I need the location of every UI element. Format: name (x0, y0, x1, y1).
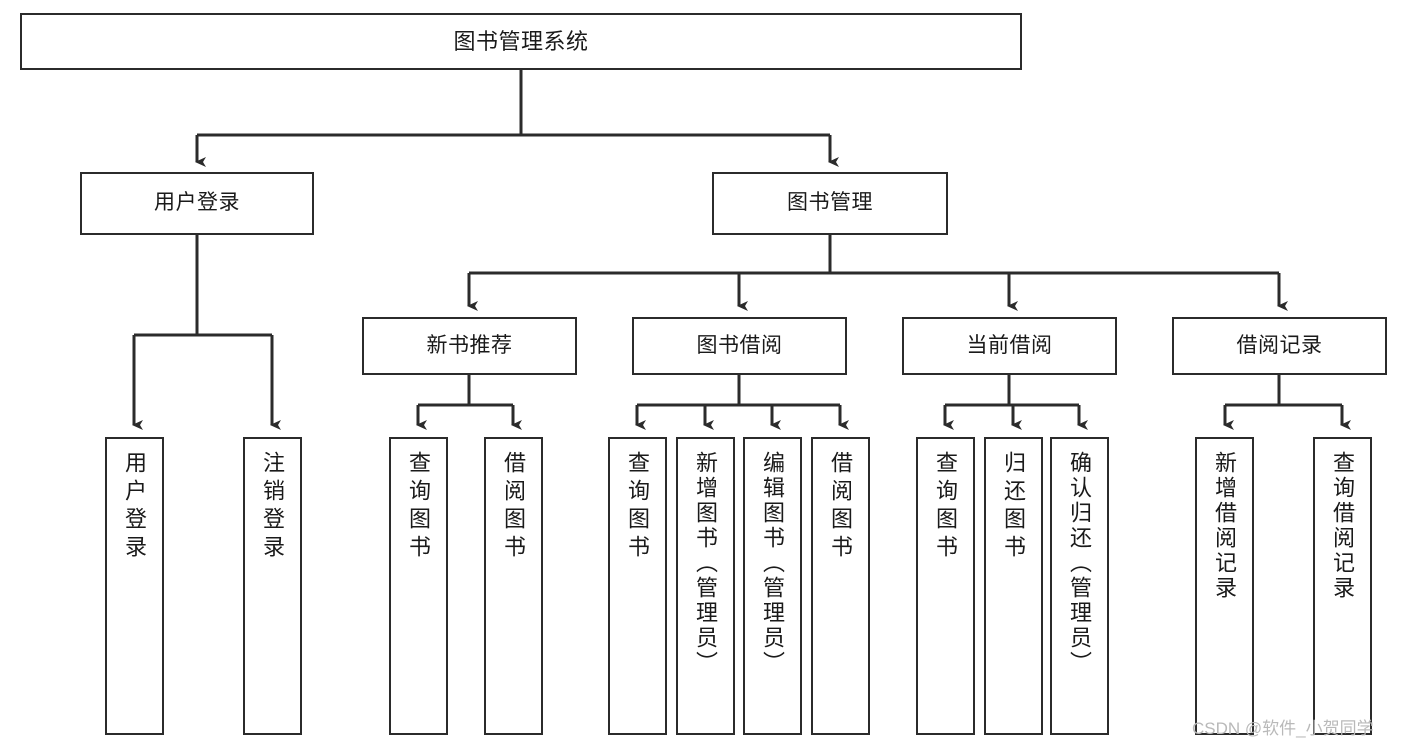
leaf-book-borrow-add-book-admin[interactable]: 新增图书（管理员） (676, 437, 735, 735)
node-user-login[interactable]: 用户登录 (80, 172, 314, 235)
node-label: 借阅图书 (828, 451, 854, 563)
node-label: 归还图书 (1001, 451, 1027, 563)
node-label: 图书管理 (787, 191, 873, 215)
node-label: 新书推荐 (426, 333, 513, 357)
leaf-user-login-login[interactable]: 用户登录 (105, 437, 164, 735)
node-label: 图书借阅 (696, 333, 783, 357)
node-label: 查询借阅记录 (1330, 451, 1356, 601)
node-new-book-recommend[interactable]: 新书推荐 (362, 317, 577, 375)
leaf-book-borrow-query-book[interactable]: 查询图书 (608, 437, 667, 735)
leaf-book-borrow-borrow-book[interactable]: 借阅图书 (811, 437, 870, 735)
node-label: 借阅记录 (1236, 333, 1323, 357)
node-label: 用户登录 (154, 191, 240, 215)
node-label: 图书管理系统 (453, 28, 589, 54)
leaf-borrow-record-add-record[interactable]: 新增借阅记录 (1195, 437, 1254, 735)
leaf-current-borrow-return-book[interactable]: 归还图书 (984, 437, 1043, 735)
node-borrow-record[interactable]: 借阅记录 (1172, 317, 1387, 375)
node-label: 用户登录 (122, 451, 148, 563)
node-label: 新增借阅记录 (1212, 451, 1238, 601)
leaf-borrow-record-query-record[interactable]: 查询借阅记录 (1313, 437, 1372, 735)
node-book-borrow[interactable]: 图书借阅 (632, 317, 847, 375)
node-label: 注销登录 (260, 451, 286, 563)
node-current-borrow[interactable]: 当前借阅 (902, 317, 1117, 375)
csdn-watermark: CSDN @软件_小贺同学 (1192, 719, 1374, 738)
node-label: 当前借阅 (966, 333, 1053, 357)
leaf-book-borrow-edit-book-admin[interactable]: 编辑图书（管理员） (743, 437, 802, 735)
leaf-new-book-query-book[interactable]: 查询图书 (389, 437, 448, 735)
leaf-current-borrow-confirm-return-admin[interactable]: 确认归还（管理员） (1050, 437, 1109, 735)
node-label: 编辑图书（管理员） (760, 451, 786, 676)
node-label: 查询图书 (406, 451, 432, 563)
node-label: 查询图书 (625, 451, 651, 563)
node-label: 借阅图书 (501, 451, 527, 563)
leaf-new-book-borrow-book[interactable]: 借阅图书 (484, 437, 543, 735)
leaf-current-borrow-query-book[interactable]: 查询图书 (916, 437, 975, 735)
node-root-library-management-system[interactable]: 图书管理系统 (20, 13, 1022, 70)
leaf-user-login-logout[interactable]: 注销登录 (243, 437, 302, 735)
node-book-management[interactable]: 图书管理 (712, 172, 948, 235)
node-label: 查询图书 (933, 451, 959, 563)
node-label: 新增图书（管理员） (693, 451, 719, 676)
node-label: 确认归还（管理员） (1067, 451, 1093, 676)
